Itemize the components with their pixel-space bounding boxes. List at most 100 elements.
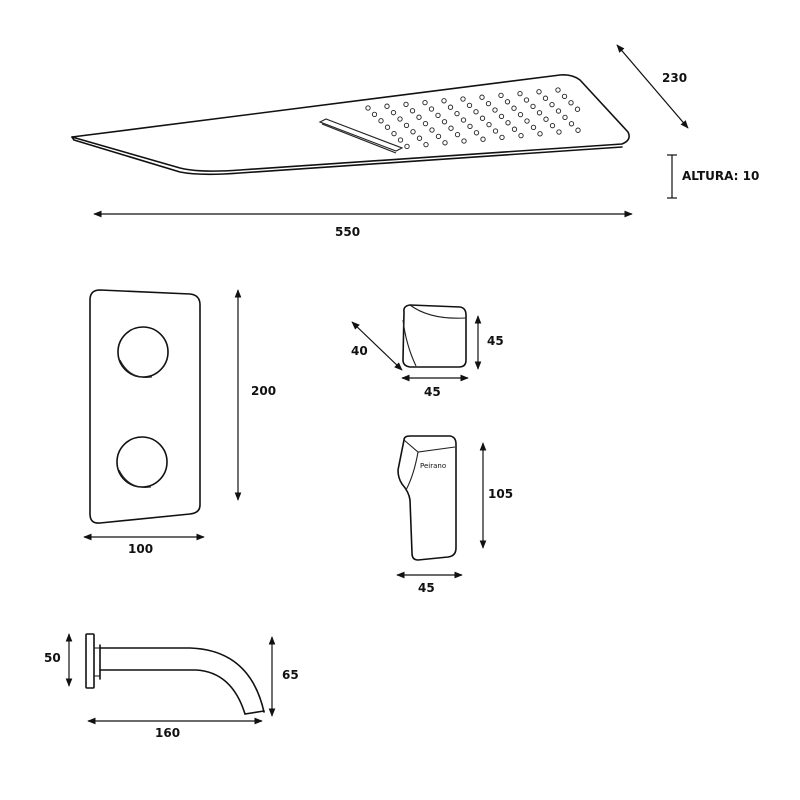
nozzle-dot [536, 110, 543, 116]
nozzle-dot [423, 141, 429, 148]
square-knob [402, 304, 467, 368]
lower-knob [116, 436, 168, 488]
control-plate [89, 289, 201, 524]
nozzle-dot [435, 112, 441, 119]
nozzle-dot [511, 126, 518, 132]
dim-knob-height-label: 45 [487, 334, 504, 348]
nozzle-dot [518, 132, 524, 139]
nozzle-dot [530, 103, 536, 110]
waterfall-slot [318, 118, 404, 154]
dim-shower-depth-label: 230 [662, 71, 687, 85]
nozzle-dot [562, 114, 568, 121]
nozzle-dot [473, 130, 480, 136]
nozzle-dot [378, 118, 384, 124]
nozzle-dot [397, 116, 403, 122]
nozzle-dot [498, 113, 505, 120]
dim-shower-depth: 230 [616, 44, 689, 129]
nozzle-dot [555, 108, 562, 114]
nozzle-dot [574, 106, 581, 112]
dim-spout-length: 160 [87, 717, 263, 740]
nozzle-dot [460, 96, 466, 102]
nozzle-dot [422, 99, 428, 106]
nozzle-dot [448, 125, 454, 131]
nozzle-dot [542, 95, 549, 101]
dim-knob-width: 45 [401, 374, 469, 399]
nozzle-dot [422, 120, 429, 127]
nozzle-dot [461, 138, 467, 144]
nozzle-dot [390, 109, 397, 116]
nozzle-dot [441, 98, 447, 104]
nozzle-dot [480, 136, 486, 142]
nozzle-dot [543, 116, 549, 122]
nozzle-dot [537, 131, 543, 137]
dim-spout-drop-label: 65 [282, 668, 299, 682]
upper-knob [117, 326, 169, 378]
nozzle-dot [523, 97, 530, 103]
nozzle-dot [442, 140, 448, 146]
nozzle-dot [397, 137, 404, 143]
wall-spout [85, 633, 265, 715]
nozzle-dot [391, 130, 397, 137]
dim-knob-depth: 40 [351, 321, 403, 371]
nozzle-dot [549, 101, 555, 108]
dim-plate-height: 200 [234, 289, 276, 501]
nozzle-dot [404, 143, 410, 150]
nozzle-dot [505, 120, 511, 126]
dim-plate-width: 100 [83, 533, 205, 556]
nozzle-dot [371, 111, 378, 118]
dim-shower-width: 550 [93, 210, 633, 239]
nozzle-dot [511, 105, 517, 111]
nozzle-grid [365, 87, 581, 150]
nozzle-dot [568, 100, 574, 106]
dim-spout-flange: 50 [44, 633, 73, 687]
dim-shower-height-label: ALTURA: 10 [682, 169, 759, 183]
dim-plate-height-label: 200 [251, 384, 276, 398]
nozzle-dot [416, 114, 422, 120]
nozzle-dot [454, 131, 461, 138]
nozzle-dot [473, 109, 479, 115]
nozzle-dot [416, 135, 423, 141]
nozzle-dot [492, 128, 499, 134]
nozzle-dot [575, 127, 581, 133]
nozzle-dot [454, 110, 460, 117]
nozzle-dot [441, 119, 448, 125]
nozzle-dot [486, 121, 492, 128]
dim-spout-length-label: 160 [155, 726, 180, 740]
nozzle-dot [403, 122, 410, 129]
nozzle-dot [517, 90, 523, 97]
nozzle-dot [530, 124, 537, 131]
dim-shower-height: ALTURA: 10 [667, 154, 759, 199]
brand-mark: Peirano [420, 462, 446, 470]
nozzle-dot [498, 92, 504, 99]
nozzle-dot [365, 105, 371, 111]
nozzle-dot [460, 117, 467, 123]
nozzle-dot [517, 111, 524, 118]
dim-spout-drop: 65 [268, 636, 299, 717]
dim-mixer-width-label: 45 [418, 581, 435, 595]
nozzle-dot [403, 101, 409, 108]
nozzle-dot [492, 107, 498, 113]
lever-mixer: Peirano [397, 435, 457, 561]
nozzle-dot [409, 108, 416, 114]
nozzle-dot [504, 99, 511, 105]
nozzle-dot [561, 93, 568, 100]
nozzle-dot [568, 121, 575, 127]
dim-knob-height: 45 [474, 315, 504, 370]
dim-mixer-height: 105 [479, 442, 513, 549]
nozzle-dot [485, 100, 492, 107]
nozzle-dot [499, 134, 505, 141]
nozzle-dot [447, 104, 454, 110]
nozzle-dot [384, 124, 391, 130]
dim-knob-width-label: 45 [424, 385, 441, 399]
nozzle-dot [467, 123, 473, 130]
nozzle-dot [429, 127, 435, 133]
nozzle-dot [524, 118, 530, 124]
nozzle-dot [555, 87, 561, 93]
nozzle-dot [536, 89, 542, 95]
nozzle-dot [384, 103, 390, 109]
dim-shower-width-label: 550 [335, 225, 360, 239]
dim-knob-depth-label: 40 [351, 344, 368, 358]
dim-plate-width-label: 100 [128, 542, 153, 556]
dim-spout-flange-label: 50 [44, 651, 61, 665]
